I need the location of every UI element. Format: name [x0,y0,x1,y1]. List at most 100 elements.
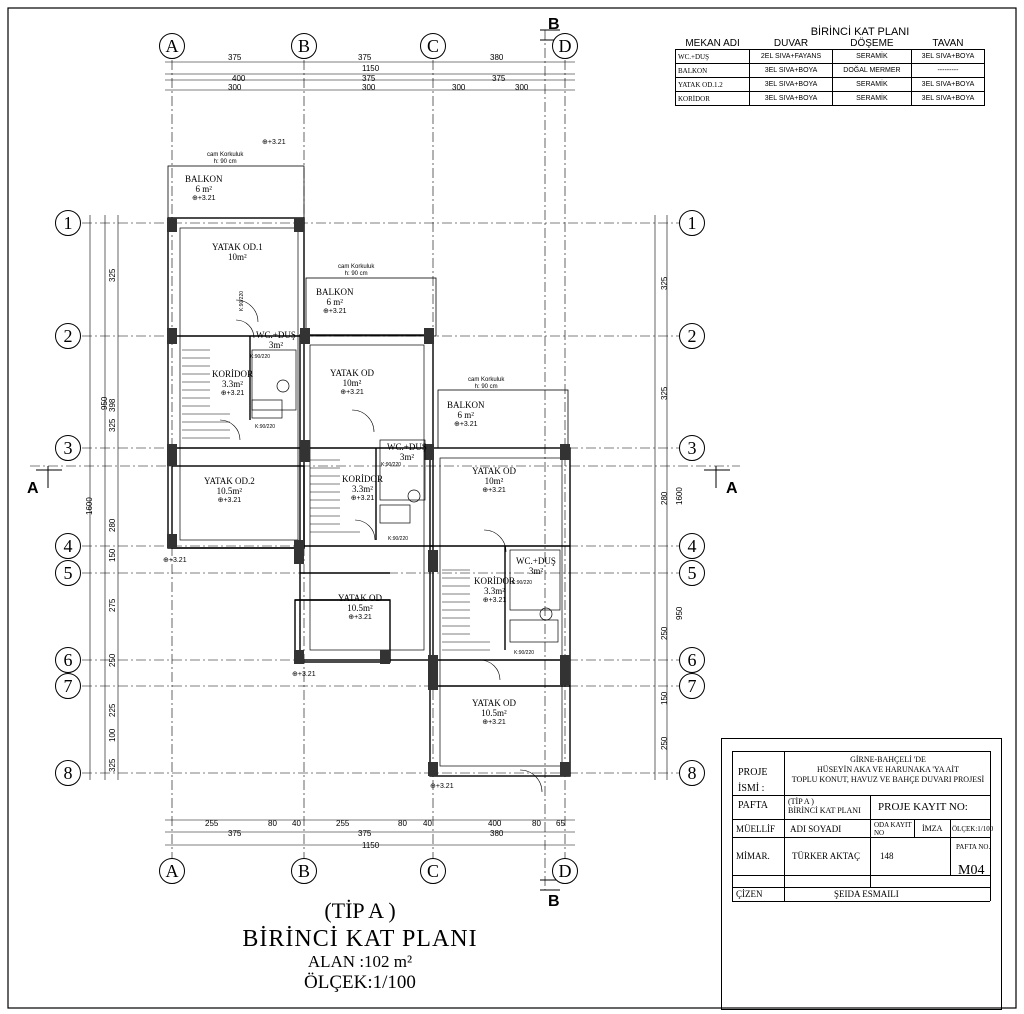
finish-cell: 3EL SIVA+BOYA [910,91,986,106]
room-level-value: +3.21 [226,390,245,397]
room-level-value: +3.21 [346,389,364,396]
dimension-label: 250 [660,626,669,640]
dimension-label: 375 [228,53,242,62]
finish-cell: BALKON [674,63,751,78]
room-name: YATAK OD [338,593,383,603]
dimension-label: 300 [362,83,376,92]
finish-cell: WC.+DUŞ [674,49,751,64]
mimar-label: MİMAR. [736,851,770,861]
level-mark: ⊕+3.21 [262,139,286,146]
section-marks [36,29,730,891]
grid-bubble-row-3: 3 [55,435,81,461]
dimension-label: 80 [532,819,541,828]
dimension-label: 1150 [362,64,380,73]
dimension-label: 375 [358,53,372,62]
grid-bubble-row-1: 1 [679,210,705,236]
finish-cell: 3EL SIVA+BOYA [749,77,833,92]
cizen-label: ÇİZEN [736,889,763,899]
grid-bubble-col-B: B [291,858,317,884]
grid-bubble-col-A: A [159,33,185,59]
section-a-left: A [27,480,39,497]
room-name: YATAK OD.1 [212,242,263,252]
grid-bubble-row-1: 1 [55,210,81,236]
dimension-label: 325 [108,268,117,282]
grid-bubble-row-8: 8 [55,760,81,786]
dimension-label: 280 [108,518,117,532]
plan-scale: ÖLÇEK:1/100 [304,972,416,993]
dimension-label: 325 [108,758,117,772]
grid-bubble-col-A: A [159,858,185,884]
room-level-value: +3.21 [328,308,347,315]
room-name: YATAK OD [330,368,375,378]
door-label: K:90/220 [514,650,535,656]
finish-cell: 3EL SIVA+BOYA [910,49,986,64]
olcek-label: ÖLÇEK:1/100 [952,825,994,833]
kayit-label: PROJE KAYIT NO: [878,801,968,813]
finish-cell: SERAMİK [831,49,912,64]
room-level-value: +3.21 [488,719,506,726]
dimension-label: 250 [660,736,669,750]
room-area: 3m² [399,452,415,462]
pafta-label: PAFTA [738,800,768,811]
room-level-value: +3.21 [356,495,375,502]
dimension-label: 255 [336,819,350,828]
room-area: 10m² [342,378,362,388]
room-area: 3.3m² [484,586,505,596]
dimension-label: 380 [490,829,504,838]
adi-soyadi: ADI SOYADI [790,824,842,834]
room-level-value: +3.21 [459,421,478,428]
mimar-name: TÜRKER AKTAÇ [792,851,861,861]
room-level: ⊕+3.21 [482,597,507,604]
dimension-label: 400 [488,819,502,828]
dimension-label: 80 [398,819,407,828]
dimension-label: 225 [108,703,117,717]
room-level: ⊕+3.21 [217,497,242,504]
section-b-top: B [548,16,560,33]
oda-kayit-label: ODA KAYIT NO [874,821,912,837]
room-level: ⊕+3.21 [220,390,245,397]
room-level: ⊕+3.21 [453,421,478,428]
finish-cell: 3EL SIVA+BOYA [910,77,986,92]
title-block: PROJE İSMİ : GİRNE-BAHÇELİ 'DE HÜSEYİN A… [721,738,1002,1010]
dimension-label: 375 [228,829,242,838]
dimension-label: 1150 [362,841,380,850]
doors [219,299,543,793]
finish-cell: KORİDOR [674,91,751,106]
dimension-label: 300 [452,83,466,92]
wc-fixtures [251,349,561,643]
room-level: ⊕+3.21 [350,495,375,502]
dimension-label: 100 [108,728,117,742]
dimension-label: 80 [268,819,277,828]
door-label: K:90/220 [388,536,409,542]
room-name: BALKON [447,400,485,410]
finish-header: MEKAN ADI [675,38,750,50]
dimension-label: 250 [108,653,117,667]
room-level: ⊕+3.21 [482,487,506,494]
dimension-label: 1600 [85,497,94,515]
finish-header: DÖŞEME [832,38,912,50]
grid-bubble-row-6: 6 [679,647,705,673]
dimension-label: 40 [423,819,432,828]
room-level-value: +3.21 [488,597,507,604]
room-level-value: +3.21 [197,195,216,202]
finish-cell: DOĞAL MERMER [831,63,912,78]
dimension-label: 65 [556,819,565,828]
plan-type: (TİP A ) [324,898,396,923]
dimension-label: 1600 [675,487,684,505]
